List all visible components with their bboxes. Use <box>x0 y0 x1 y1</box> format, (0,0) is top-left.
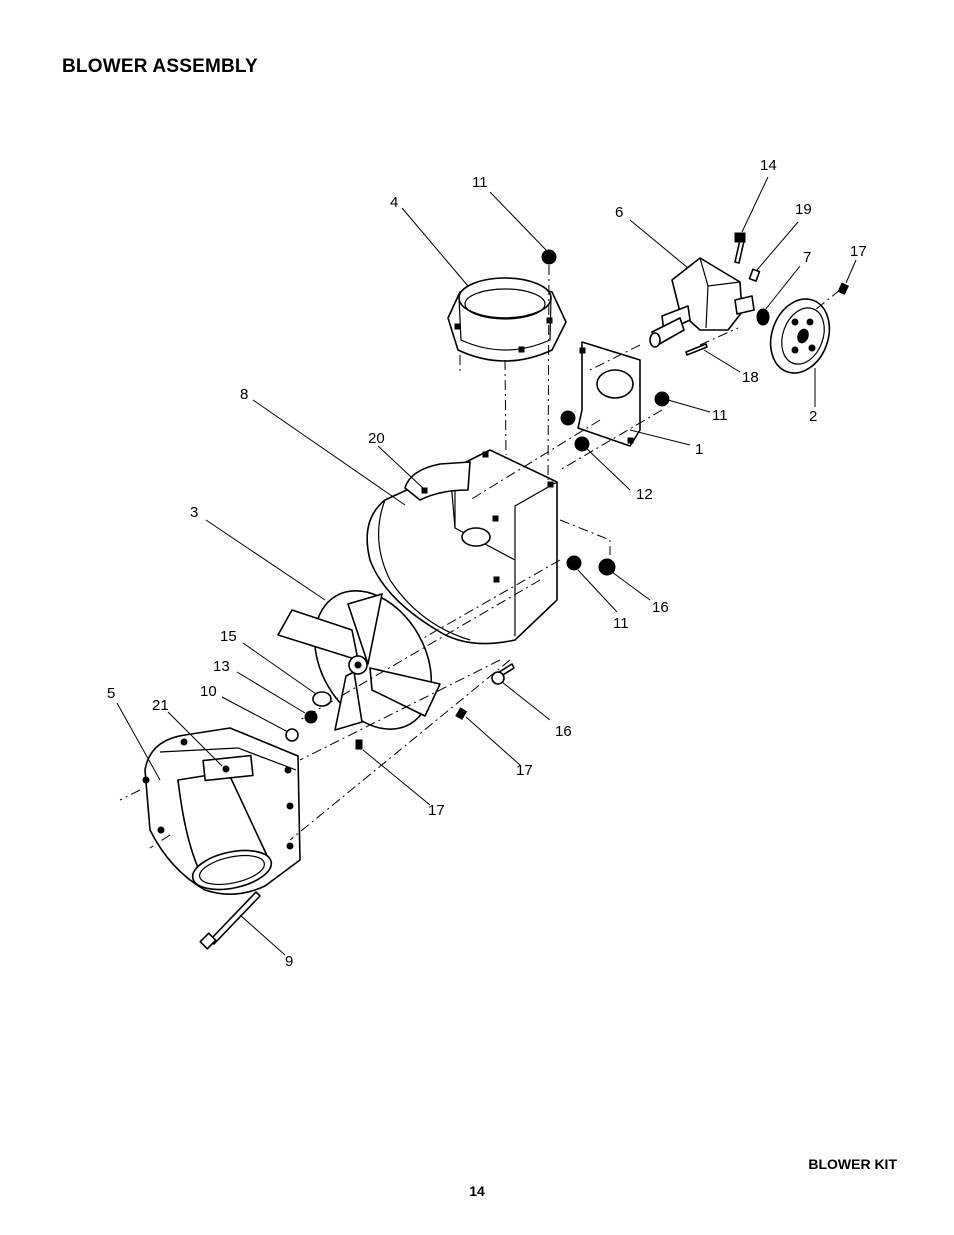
callout-17: 17 <box>516 762 533 779</box>
footer-kit-label: BLOWER KIT <box>808 1156 897 1172</box>
callout-labels: 14 19 11 6 7 17 4 18 8 11 2 20 1 12 3 16… <box>107 157 867 970</box>
callout-5: 5 <box>107 685 115 702</box>
page-number: 14 <box>469 1183 485 1199</box>
page-title: BLOWER ASSEMBLY <box>62 56 258 77</box>
callout-16: 16 <box>652 599 669 616</box>
callout-21: 21 <box>152 697 169 714</box>
callout-20: 20 <box>368 430 385 447</box>
callout-4: 4 <box>390 194 398 211</box>
callout-17: 17 <box>428 802 445 819</box>
callout-11: 11 <box>613 615 629 632</box>
callout-11: 11 <box>712 407 728 424</box>
callout-2: 2 <box>809 408 817 425</box>
callout-3: 3 <box>190 504 198 521</box>
long-bolt <box>199 891 261 950</box>
discharge-chute <box>142 727 301 895</box>
callout-11: 11 <box>472 174 488 191</box>
callout-6: 6 <box>615 204 623 221</box>
assembly-centerlines <box>119 264 841 849</box>
callout-10: 10 <box>200 683 217 700</box>
callout-15: 15 <box>220 628 237 645</box>
callout-12: 12 <box>636 486 653 503</box>
callout-13: 13 <box>213 658 230 675</box>
gearbox <box>649 257 755 348</box>
pulley <box>769 298 831 374</box>
callout-1: 1 <box>695 441 703 458</box>
callout-8: 8 <box>240 386 248 403</box>
hardware <box>285 232 849 750</box>
discharge-collar <box>447 277 567 362</box>
blower-housing <box>366 449 558 645</box>
callout-14: 14 <box>760 157 777 174</box>
callout-18: 18 <box>742 369 759 386</box>
leader-lines <box>116 176 857 956</box>
mounting-bracket <box>577 341 641 447</box>
callout-7: 7 <box>803 249 811 266</box>
callout-9: 9 <box>285 953 293 970</box>
callout-16: 16 <box>555 723 572 740</box>
callout-17: 17 <box>850 243 867 260</box>
callout-19: 19 <box>795 201 812 218</box>
